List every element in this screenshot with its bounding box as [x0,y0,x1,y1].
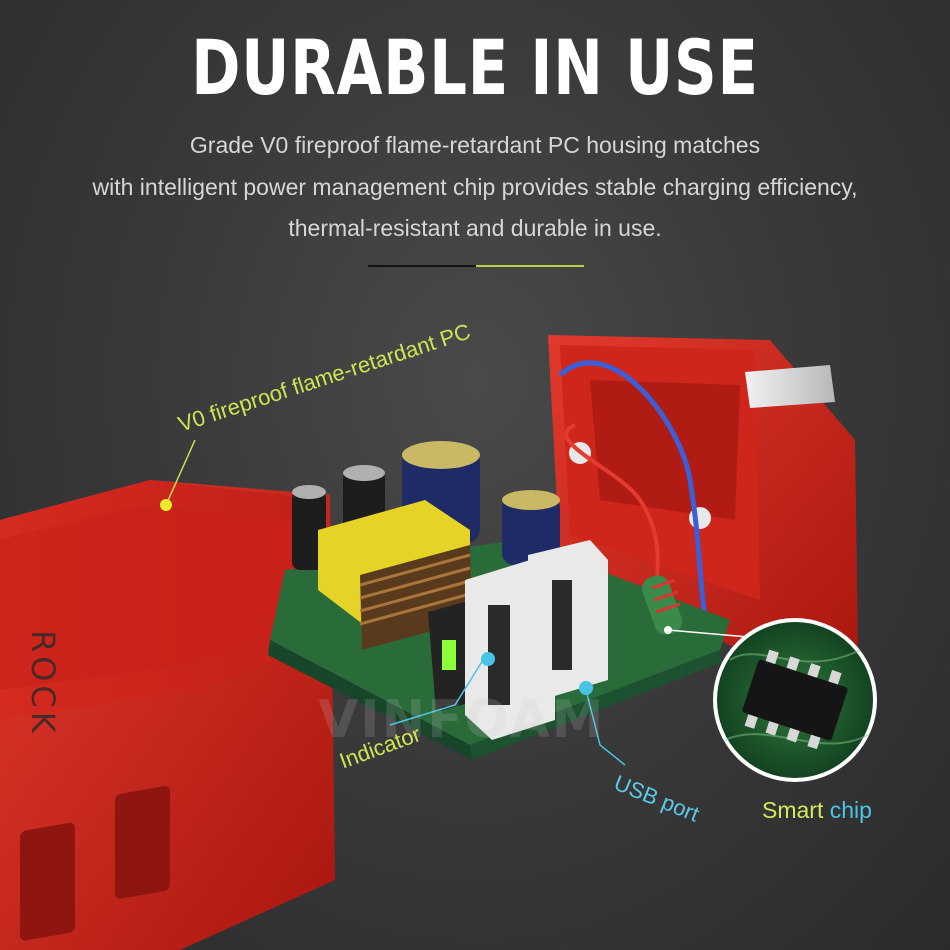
usb-slot-2 [115,785,170,899]
watermark: VINFOAM [318,690,606,750]
plug-pin [745,365,835,408]
description-line-2: with intelligent power management chip p… [92,174,858,200]
pcb-board [268,441,730,760]
callout-smart-word: Smart [762,797,824,823]
description-line-3: thermal-resistant and durable in use. [288,215,662,241]
capacitor-1 [292,490,326,570]
indicator-led [442,640,456,670]
divider-green [476,265,584,267]
chip-body [742,659,848,741]
description-line-1: Grade V0 fireproof flame-retardant PC ho… [189,132,761,158]
rock-logo: ROCK [24,630,62,737]
divider-dark [368,265,476,267]
usb-slot-1 [20,822,75,941]
callout-lines [160,439,761,766]
capacitor-4 [502,495,560,565]
page-title: DURABLE IN USE [191,23,759,112]
callout-smart-chip: Smart chip [762,797,872,824]
resistor [641,575,683,635]
smart-chip-magnifier [713,618,877,782]
red-plug-housing [548,335,858,690]
red-housing [0,480,335,950]
callout-chip-word: chip [829,797,872,823]
